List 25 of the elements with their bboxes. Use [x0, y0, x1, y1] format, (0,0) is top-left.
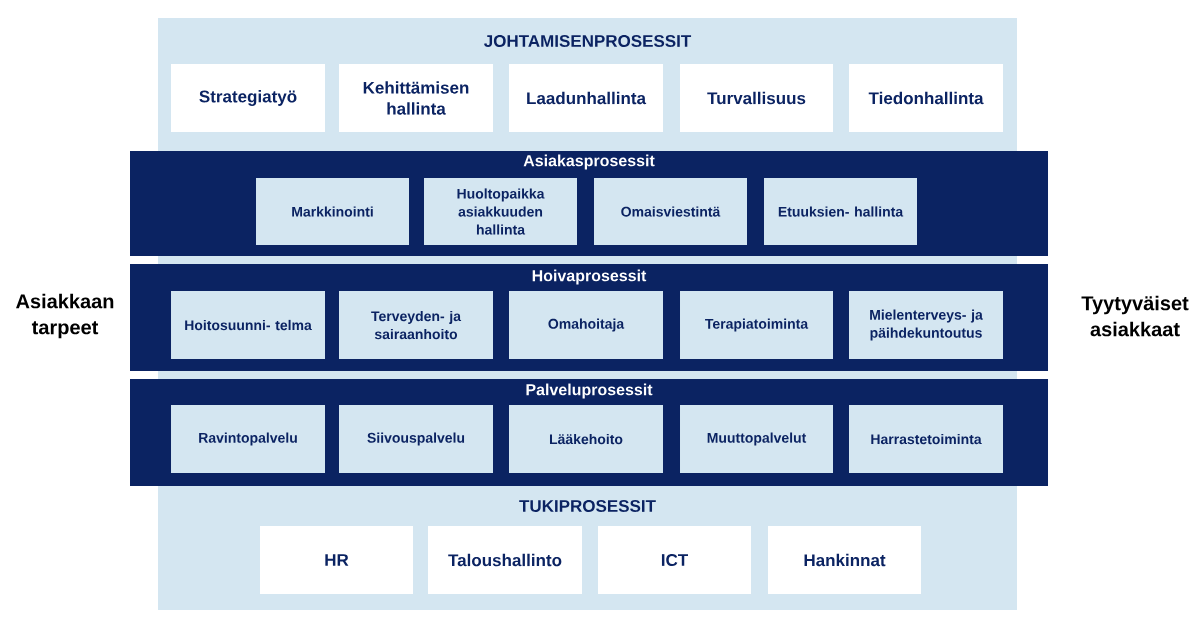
process-box: Taloushallinto [428, 526, 582, 594]
process-box: Huoltopaikka asiakkuuden hallinta [424, 178, 577, 245]
process-box: Markkinointi [256, 178, 409, 245]
process-box: Omaisviestintä [594, 178, 747, 245]
process-box: Strategiatyö [171, 64, 325, 132]
side-label: Tyytyväiset asiakkaat [1081, 295, 1189, 337]
process-box: HR [260, 526, 413, 594]
process-box: Terapiatoiminta [680, 291, 833, 359]
process-box: Kehittämisen hallinta [339, 64, 493, 132]
process-box: Etuuksien- hallinta [764, 178, 917, 245]
side-label: Asiakkaan tarpeet [16, 293, 114, 339]
process-box: Terveyden- ja sairaanhoito [339, 291, 493, 359]
process-box: Siivouspalvelu [339, 405, 493, 473]
process-box: Muuttopalvelut [680, 405, 833, 473]
process-box: Turvallisuus [680, 64, 833, 132]
process-box: Lääkehoito [509, 405, 663, 473]
process-box: Mielenterveys- ja päihdekuntoutus [849, 291, 1003, 359]
process-box: Omahoitaja [509, 291, 663, 359]
process-box: Hankinnat [768, 526, 921, 594]
process-box: Tiedonhallinta [849, 64, 1003, 132]
process-box: Harrastetoiminta [849, 405, 1003, 473]
process-box: Hoitosuunni- telma [171, 291, 325, 359]
process-box: Laadunhallinta [509, 64, 663, 132]
process-box: ICT [598, 526, 751, 594]
process-box: Ravintopalvelu [171, 405, 325, 473]
